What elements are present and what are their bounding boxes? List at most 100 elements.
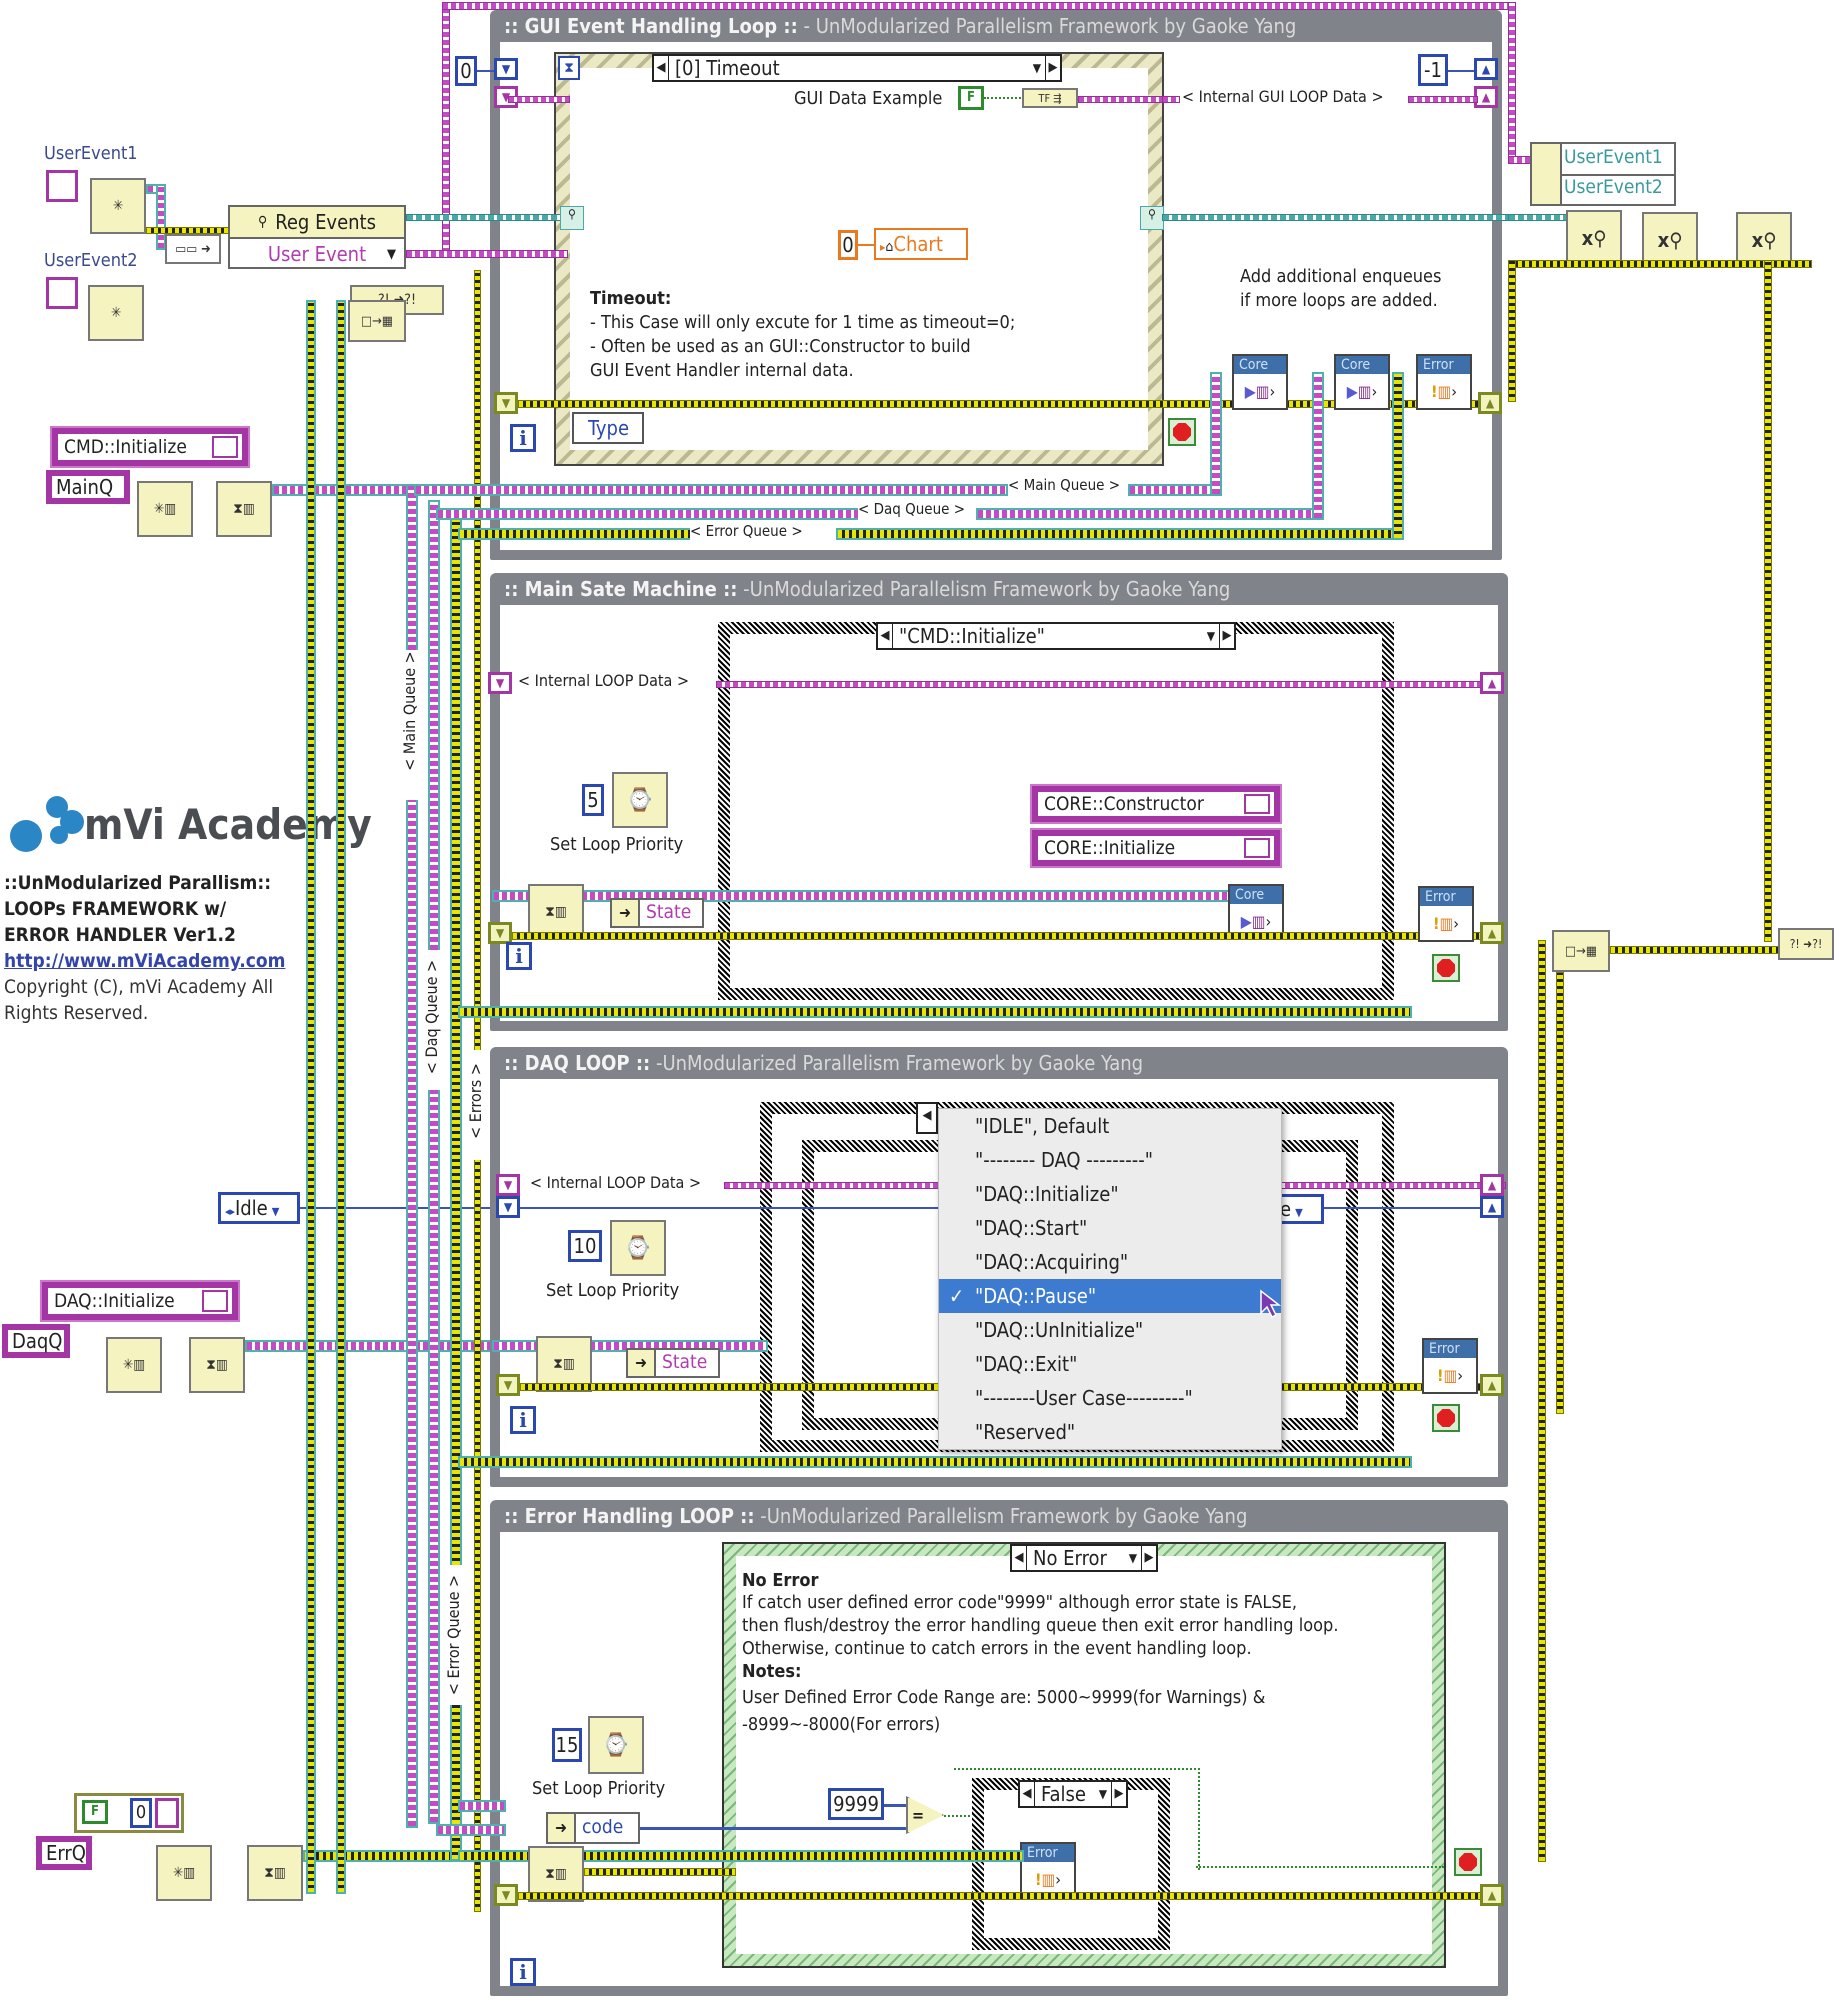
core-message-constant[interactable]: CORE::Constructor [1030, 784, 1282, 824]
obtain-main-queue-node[interactable]: ✳▥ [137, 481, 193, 537]
shift-register-right[interactable]: ▲ [1480, 1196, 1504, 1218]
bundle-by-name-node[interactable]: TF ⇶ [1022, 88, 1078, 108]
enqueue-core-vi[interactable]: Core▶▥› [1232, 354, 1288, 410]
enqueue-core-vi[interactable]: Core▶▥› [1334, 354, 1390, 410]
idle-enum-constant[interactable]: ◂▸Idle▼ [218, 1192, 300, 1224]
error-shift-register-left[interactable]: ▼ [494, 1884, 518, 1906]
next-case-arrow-icon[interactable]: ▶ [1111, 1782, 1126, 1806]
website-link[interactable]: http://www.mViAcademy.com [4, 950, 286, 972]
build-error-array-node[interactable]: □→▦ [348, 300, 406, 342]
dequeue-node[interactable]: ⧗▥ [528, 884, 584, 940]
inner-case-selector[interactable]: ◀False▼▶ [1018, 1780, 1128, 1808]
menu-item[interactable]: "-------- DAQ ---------" [939, 1143, 1281, 1177]
create-user-event-1-node[interactable]: ✳ [90, 178, 146, 234]
error-handler-vi[interactable]: Error!▥› [1416, 354, 1472, 410]
shift-register-left[interactable]: ▼ [496, 1174, 520, 1196]
prev-case-arrow-icon[interactable]: ◀ [1020, 1782, 1035, 1806]
error-handler-vi[interactable]: Error!▥› [1020, 1842, 1076, 1898]
create-user-event-2-node[interactable]: ✳ [88, 285, 144, 341]
unbundle-by-name-node[interactable]: UserEvent1 UserEvent2 [1530, 142, 1676, 206]
build-array-node[interactable]: ▭▭ ➜ [165, 234, 221, 264]
shift-register-right[interactable]: ▲ [1480, 672, 1504, 694]
next-case-arrow-icon[interactable]: ▶ [1219, 624, 1234, 648]
code-unbundle-node[interactable]: ➜code [546, 1812, 640, 1844]
stop-terminal[interactable] [1432, 1404, 1460, 1432]
error-shift-register-left[interactable]: ▼ [496, 1374, 520, 1396]
shift-register-right[interactable]: ▲ [1480, 1174, 1504, 1196]
prev-case-arrow-icon[interactable]: ◀ [878, 624, 893, 648]
state-unbundle-node[interactable]: ➜State [610, 898, 704, 928]
stop-terminal[interactable] [1432, 954, 1460, 982]
menu-item-selected[interactable]: ✓"DAQ::Pause" [939, 1279, 1281, 1319]
daq-queue-message-constant[interactable]: DAQ::Initialize [40, 1280, 240, 1322]
priority-constant[interactable]: 15 [552, 1728, 582, 1762]
shift-register-left[interactable]: ▼ [488, 672, 512, 694]
stop-terminal[interactable] [1168, 418, 1196, 446]
user-event-2-constant[interactable] [46, 277, 78, 309]
state-unbundle-node[interactable]: ➜State [626, 1348, 720, 1378]
prev-case-arrow-icon[interactable]: ◀ [1012, 1546, 1027, 1570]
unregister-events-node[interactable]: x⚲ [1566, 210, 1622, 266]
error-shift-register-left[interactable]: ▼ [494, 392, 518, 414]
shift-register-left[interactable]: ▼ [496, 1196, 520, 1218]
event-type-terminal[interactable]: Type [572, 412, 644, 444]
core-message-constant[interactable]: CORE::Initialize [1030, 828, 1282, 868]
priority-constant[interactable]: 10 [568, 1230, 602, 1262]
user-event-1-constant[interactable] [46, 170, 78, 202]
enqueue-main-queue-node[interactable]: ⧗▥ [216, 481, 272, 537]
build-error-array-node[interactable]: □→▦ [1552, 930, 1610, 972]
menu-item[interactable]: "DAQ::Start" [939, 1211, 1281, 1245]
set-loop-priority-node[interactable]: ⌚ [610, 1220, 666, 1276]
shift-register-left[interactable]: ▼ [494, 58, 518, 80]
main-queue-name-constant[interactable]: MainQ [46, 470, 130, 504]
error-shift-register-right[interactable]: ▲ [1480, 922, 1504, 944]
menu-item[interactable]: "IDLE", Default [939, 1109, 1281, 1143]
minus-one-constant[interactable]: -1 [1418, 54, 1448, 86]
set-loop-priority-node[interactable]: ⌚ [612, 772, 668, 828]
event-structure[interactable] [554, 52, 1164, 466]
compare-constant[interactable]: 9999 [828, 1788, 884, 1820]
prev-case-arrow-icon[interactable]: ◀ [916, 1102, 938, 1134]
obtain-error-queue-node[interactable]: ✳▥ [156, 1845, 212, 1901]
error-case-selector[interactable]: ◀No Error▼▶ [1010, 1544, 1158, 1572]
enqueue-daq-queue-node[interactable]: ⧗▥ [189, 1337, 245, 1393]
gui-data-bool-constant[interactable]: F [958, 86, 984, 110]
error-shift-register-right[interactable]: ▲ [1480, 1374, 1504, 1396]
reg-events-item[interactable]: User Event▼ [230, 239, 404, 269]
enqueue-core-vi[interactable]: Core▶▥› [1228, 884, 1284, 940]
daq-queue-name-constant[interactable]: DaqQ [2, 1324, 70, 1358]
main-case-selector[interactable]: ◀"CMD::Initialize"▼▶ [876, 622, 1236, 650]
next-case-arrow-icon[interactable]: ▶ [1045, 56, 1060, 80]
menu-item[interactable]: "Reserved" [939, 1415, 1281, 1449]
timeout-constant[interactable]: 0 [455, 56, 477, 86]
stop-terminal[interactable] [1454, 1848, 1482, 1876]
menu-item[interactable]: "DAQ::Exit" [939, 1347, 1281, 1381]
error-handler-vi[interactable]: Error!▥› [1422, 1338, 1478, 1394]
chart-value-constant[interactable]: 0 [838, 230, 858, 260]
error-shift-register-right[interactable]: ▲ [1478, 392, 1502, 414]
error-shift-register-right[interactable]: ▲ [1480, 1884, 1504, 1906]
main-queue-message-constant[interactable]: CMD::Initialize [50, 426, 250, 468]
error-handler-vi[interactable]: Error!▥› [1418, 886, 1474, 942]
inner-false-case-structure[interactable] [972, 1778, 1170, 1950]
menu-item[interactable]: "DAQ::Initialize" [939, 1177, 1281, 1211]
menu-item[interactable]: "DAQ::UnInitialize" [939, 1313, 1281, 1347]
menu-item[interactable]: "--------User Case---------" [939, 1381, 1281, 1415]
priority-constant[interactable]: 5 [582, 784, 604, 816]
obtain-daq-queue-node[interactable]: ✳▥ [106, 1337, 162, 1393]
case-selector-menu[interactable]: "IDLE", Default "-------- DAQ ---------"… [938, 1108, 1282, 1450]
error-queue-name-constant[interactable]: ErrQ [36, 1836, 92, 1870]
error-cluster-constant[interactable]: F 0 [74, 1793, 184, 1833]
set-loop-priority-node[interactable]: ⌚ [588, 1716, 644, 1774]
enqueue-error-queue-node[interactable]: ⧗▥ [247, 1845, 303, 1901]
error-shift-register-left[interactable]: ▼ [488, 922, 512, 944]
shift-register-right[interactable]: ▲ [1474, 58, 1498, 80]
merge-errors-node[interactable]: ?! ➜?! [1778, 928, 1834, 960]
chart-property-node[interactable]: ▸⌂Chart [874, 228, 968, 260]
next-case-arrow-icon[interactable]: ▶ [1141, 1546, 1156, 1570]
prev-case-arrow-icon[interactable]: ◀ [654, 56, 669, 80]
event-case-selector[interactable]: ◀[0] Timeout▼▶ [652, 54, 1062, 82]
register-events-node[interactable]: ⚲Reg Events User Event▼ [228, 205, 406, 269]
dequeue-node[interactable]: ⧗▥ [536, 1336, 592, 1392]
menu-item[interactable]: "DAQ::Acquiring" [939, 1245, 1281, 1279]
